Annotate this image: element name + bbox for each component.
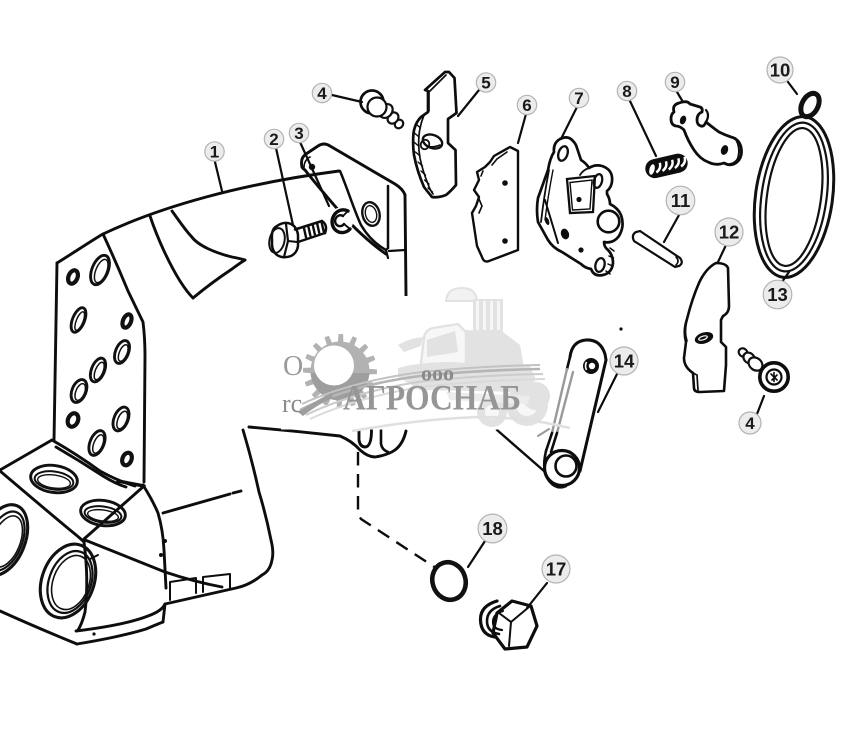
- svg-text:4: 4: [745, 414, 755, 433]
- svg-text:3: 3: [294, 124, 303, 143]
- svg-text:12: 12: [719, 222, 740, 243]
- svg-text:17: 17: [546, 559, 567, 580]
- svg-text:АГРОСНАБ: АГРОСНАБ: [343, 378, 521, 418]
- svg-text:14: 14: [614, 351, 635, 372]
- svg-text:2: 2: [269, 130, 278, 149]
- svg-text:10: 10: [770, 60, 791, 81]
- svg-text:18: 18: [482, 518, 503, 539]
- svg-text:9: 9: [670, 73, 679, 92]
- svg-text:5: 5: [481, 74, 490, 93]
- svg-text:4: 4: [317, 84, 327, 103]
- svg-text:ооо: ооо: [421, 361, 454, 386]
- svg-text:11: 11: [671, 190, 691, 211]
- svg-text:1: 1: [210, 143, 219, 162]
- svg-text:13: 13: [767, 284, 788, 305]
- svg-text:7: 7: [574, 89, 583, 108]
- svg-text:6: 6: [522, 96, 531, 115]
- svg-text:rc: rc: [282, 389, 302, 418]
- svg-text:8: 8: [622, 82, 631, 101]
- svg-text:О: О: [283, 351, 303, 382]
